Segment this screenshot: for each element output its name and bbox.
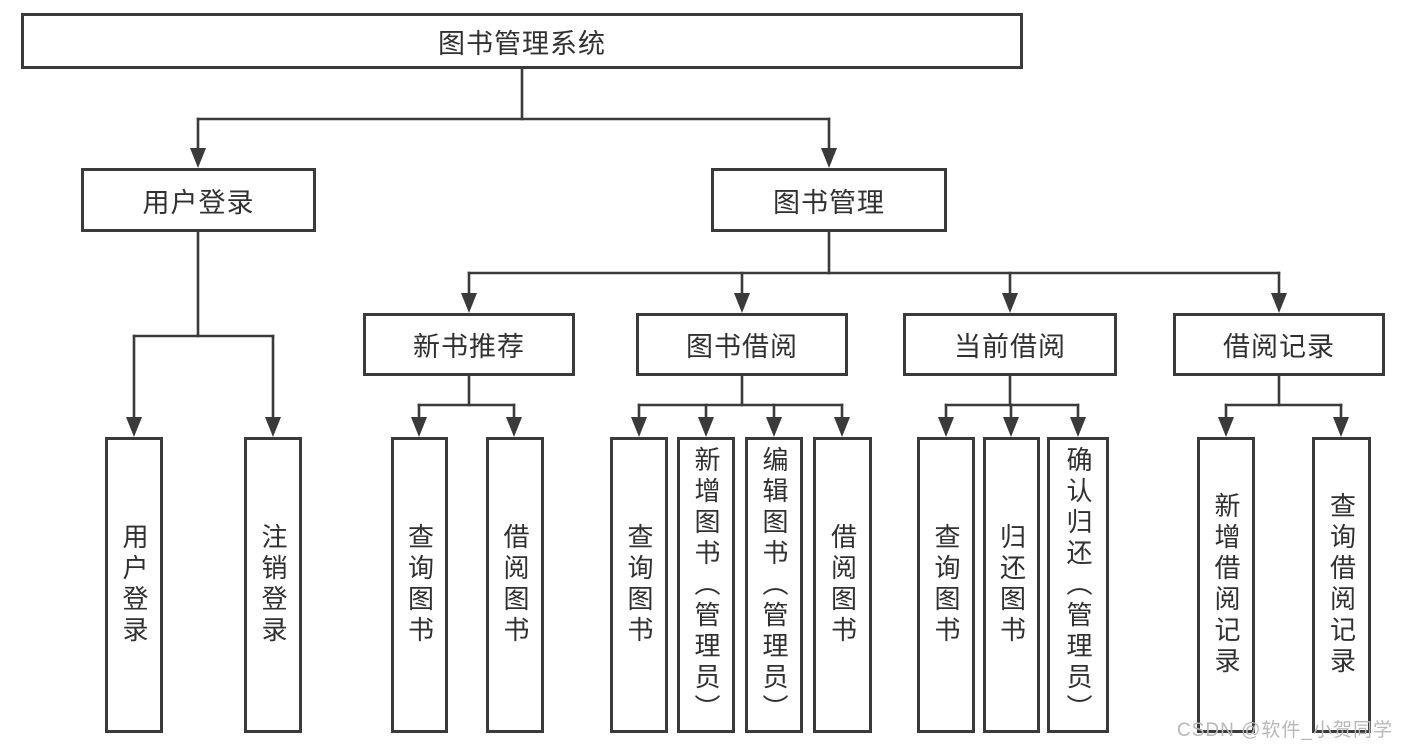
leaf-borrow-books: 借阅图书 [813, 437, 872, 733]
node-root-label: 图书管理系统 [438, 28, 606, 59]
arrowhead-icon [631, 417, 647, 437]
leaf-user-login-label: 用户登录 [119, 523, 149, 647]
arrowhead-icon [461, 293, 477, 313]
leaf-rec-query-books-label: 查询图书 [404, 523, 435, 647]
node-book-mgmt-label: 图书管理 [773, 187, 885, 218]
node-current-borrow: 当前借阅 [903, 313, 1117, 376]
leaf-rec-query-books: 查询图书 [391, 437, 448, 733]
leaf-logout: 注销登录 [244, 437, 302, 733]
arrowhead-icon [1218, 417, 1234, 437]
node-book-borrow: 图书借阅 [636, 313, 848, 376]
leaf-edit-books-admin-label: 编辑图书（管理员） [759, 445, 789, 725]
leaf-user-login: 用户登录 [105, 437, 163, 733]
node-root: 图书管理系统 [21, 13, 1023, 69]
leaf-return-books-label: 归还图书 [996, 523, 1027, 647]
leaf-query-borrow-record-label: 查询借阅记录 [1326, 492, 1357, 678]
leaf-current-query-books-label: 查询图书 [931, 523, 961, 647]
arrowhead-icon [506, 417, 522, 437]
arrowhead-icon [1003, 417, 1019, 437]
arrowhead-icon [766, 417, 782, 437]
arrowhead-icon [938, 417, 954, 437]
leaf-confirm-return-admin-label: 确认归还（管理员） [1063, 445, 1093, 725]
arrowhead-icon [698, 417, 714, 437]
leaf-query-borrow-record: 查询借阅记录 [1312, 437, 1371, 733]
leaf-rec-borrow-books: 借阅图书 [486, 437, 544, 733]
node-borrow-records: 借阅记录 [1173, 313, 1385, 376]
arrowhead-icon [190, 148, 206, 168]
arrowhead-icon [821, 148, 837, 168]
arrowhead-icon [1002, 293, 1018, 313]
arrowhead-icon [734, 293, 750, 313]
arrowhead-icon [1333, 417, 1349, 437]
arrowhead-icon [126, 417, 142, 437]
node-new-book-rec: 新书推荐 [363, 313, 575, 376]
leaf-add-books-admin-label: 新增图书（管理员） [691, 445, 721, 725]
node-user-login-label: 用户登录 [142, 187, 255, 218]
leaf-edit-books-admin: 编辑图书（管理员） [745, 437, 803, 733]
node-current-borrow-label: 当前借阅 [954, 332, 1066, 362]
arrowhead-icon [265, 417, 281, 437]
leaf-return-books: 归还图书 [983, 437, 1040, 733]
leaf-borrow-query-books: 查询图书 [610, 437, 668, 733]
csdn-watermark: CSDN @软件_小贺同学 [1177, 720, 1393, 741]
leaf-add-books-admin: 新增图书（管理员） [677, 437, 735, 733]
arrowhead-icon [1271, 293, 1287, 313]
node-book-borrow-label: 图书借阅 [686, 332, 798, 362]
leaf-borrow-books-label: 借阅图书 [827, 523, 858, 647]
node-borrow-records-label: 借阅记录 [1223, 332, 1335, 362]
node-book-mgmt: 图书管理 [711, 168, 947, 232]
leaf-confirm-return-admin: 确认归还（管理员） [1047, 437, 1109, 733]
arrowhead-icon [411, 417, 427, 437]
node-user-login: 用户登录 [81, 168, 316, 232]
arrowhead-icon [1070, 417, 1086, 437]
arrowhead-icon [834, 417, 850, 437]
leaf-current-query-books: 查询图书 [917, 437, 975, 733]
leaf-rec-borrow-books-label: 借阅图书 [500, 523, 530, 647]
node-new-book-rec-label: 新书推荐 [413, 332, 525, 362]
leaf-add-borrow-record-label: 新增借阅记录 [1211, 492, 1241, 678]
leaf-add-borrow-record: 新增借阅记录 [1197, 437, 1255, 733]
leaf-logout-label: 注销登录 [258, 523, 288, 647]
leaf-borrow-query-books-label: 查询图书 [624, 523, 654, 647]
